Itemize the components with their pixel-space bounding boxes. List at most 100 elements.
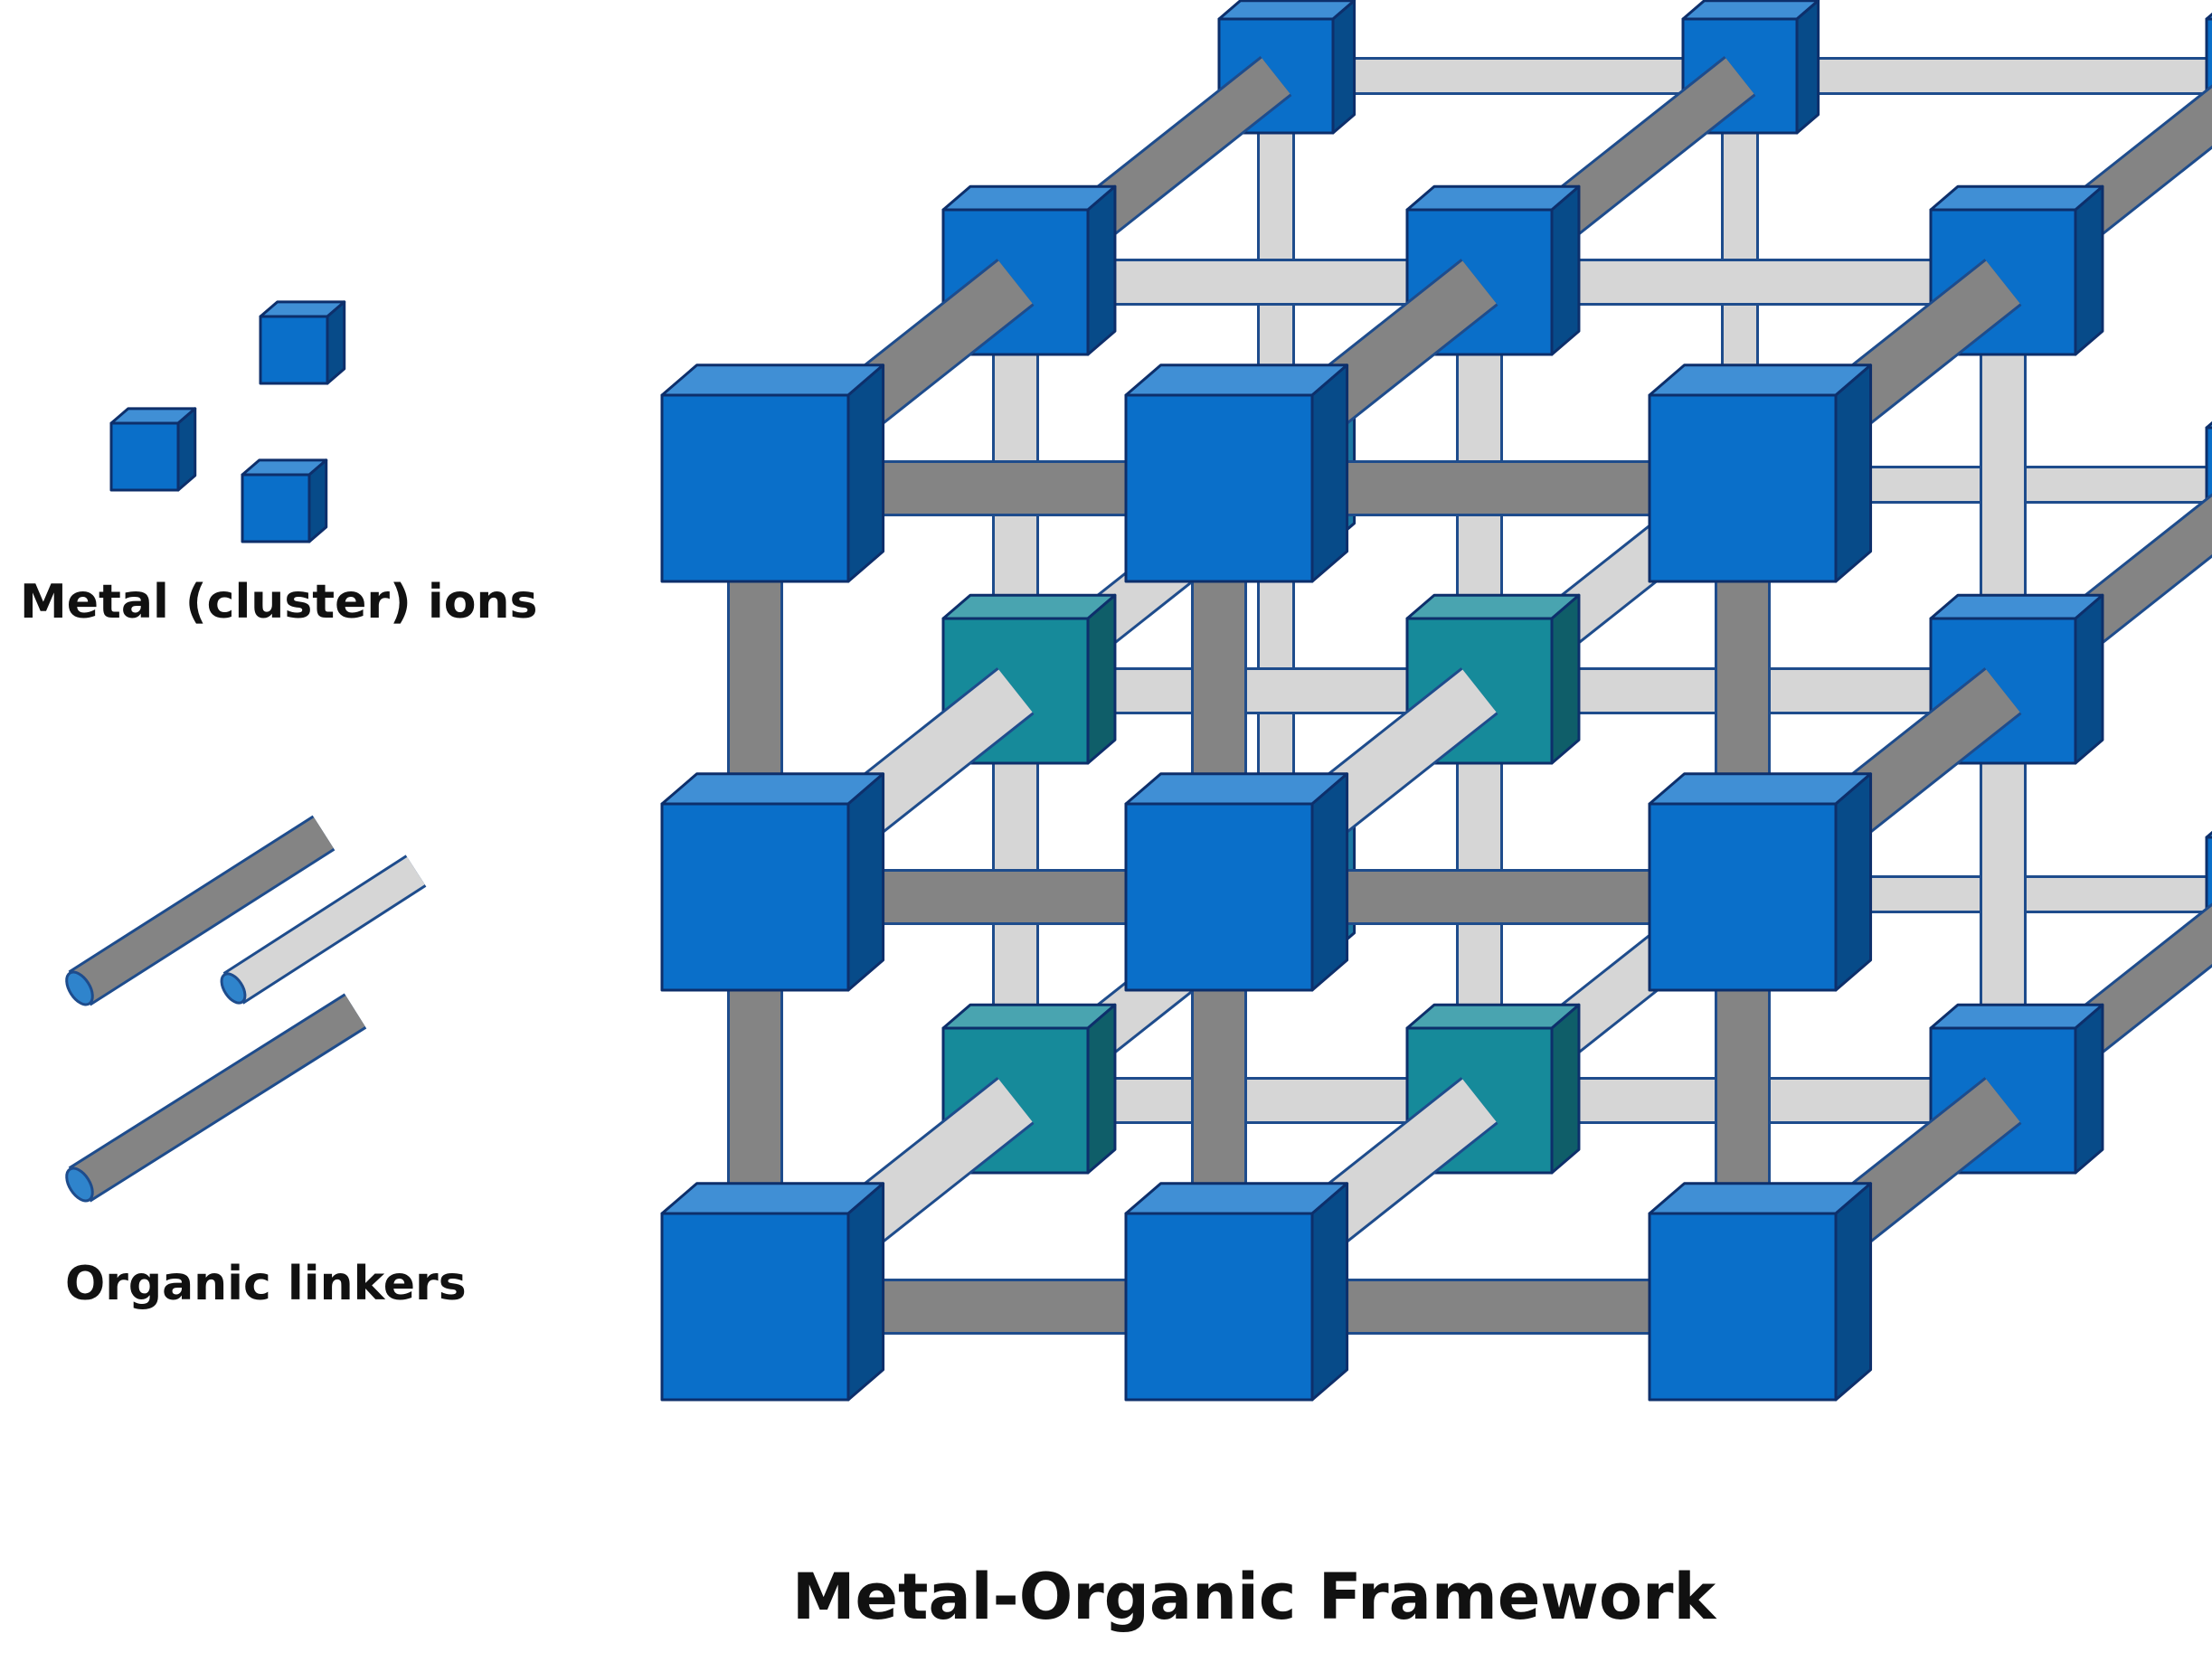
node-side-face (846, 1182, 885, 1402)
metal-ions-label: Metal (cluster) ions (20, 575, 538, 629)
node-side-face (176, 407, 197, 492)
legend-linker-rod (65, 993, 367, 1203)
node-front-face (2205, 426, 2212, 543)
node-side-face (1310, 364, 1349, 583)
node-side-face (1331, 0, 1357, 135)
metal-node-cube (660, 1182, 885, 1402)
node-side-face (846, 364, 885, 583)
metal-node-cube (1405, 1003, 1581, 1175)
node-front-face (109, 421, 180, 492)
node-top-face (1405, 184, 1581, 212)
node-front-face (660, 393, 850, 583)
node-top-face (660, 1182, 885, 1215)
metal-node-cube (941, 1003, 1117, 1175)
metal-node-cube-icon (109, 300, 346, 543)
legend-ion-cube (109, 407, 197, 492)
node-side-face (2074, 593, 2104, 765)
node-side-face (326, 300, 346, 385)
horizontal-linker-rod (1538, 259, 1931, 306)
node-top-face (941, 184, 1117, 212)
horizontal-linker-rod (1786, 57, 2207, 95)
node-top-face (1217, 0, 1357, 21)
horizontal-linker-rod (1296, 869, 1650, 925)
organic-linkers-label: Organic linkers (65, 1257, 467, 1311)
node-front-face (660, 1212, 850, 1402)
node-side-face (1086, 593, 1117, 765)
lattice-layer-0 (660, 259, 2022, 1402)
node-front-face (1648, 1212, 1838, 1402)
node-side-face (307, 458, 328, 543)
node-front-face (259, 315, 329, 385)
node-top-face (941, 1003, 1117, 1030)
node-front-face (2205, 836, 2212, 953)
metal-node-cube (2205, 420, 2212, 543)
node-top-face (1124, 1182, 1349, 1215)
node-side-face (1834, 772, 1873, 992)
metal-node-cube (2205, 12, 2212, 135)
node-top-face (1648, 364, 1873, 397)
node-top-face (2205, 420, 2212, 430)
node-side-face (1086, 1003, 1117, 1175)
metal-node-cube (1124, 1182, 1349, 1402)
node-front-face (660, 802, 850, 992)
organic-linker-rod-icon (65, 815, 427, 1203)
metal-node-cube (1648, 772, 1873, 992)
node-top-face (1929, 593, 2104, 620)
node-side-face (1550, 593, 1581, 765)
metal-node-cube (660, 772, 885, 992)
node-front-face (1124, 1212, 1314, 1402)
rod-end-cap (220, 972, 247, 1005)
metal-node-cube (1124, 364, 1349, 583)
node-front-face (1648, 393, 1838, 583)
node-top-face (660, 772, 885, 806)
node-top-face (1405, 1003, 1581, 1030)
legend-linker-rod (65, 815, 336, 1006)
node-front-face (2205, 17, 2212, 135)
node-front-face (1124, 393, 1314, 583)
node-top-face (941, 593, 1117, 620)
node-top-face (1124, 364, 1349, 397)
node-side-face (1834, 1182, 1873, 1402)
node-side-face (2074, 1003, 2104, 1175)
node-top-face (1405, 593, 1581, 620)
node-front-face (1124, 802, 1314, 992)
rod-body (224, 856, 425, 1003)
rod-end-cap (65, 1166, 94, 1203)
metal-node-cube (1648, 1182, 1873, 1402)
legend-linker-rod (220, 855, 427, 1005)
rod-body (70, 817, 334, 1004)
node-top-face (1124, 772, 1349, 806)
node-top-face (2205, 12, 2212, 21)
legend-ion-cube (259, 300, 346, 385)
node-side-face (846, 772, 885, 992)
horizontal-linker-rod (1074, 259, 1407, 306)
node-top-face (1648, 772, 1873, 806)
metal-node-cube (2205, 830, 2212, 953)
node-top-face (1648, 1182, 1873, 1215)
node-top-face (1929, 184, 2104, 212)
node-side-face (1834, 364, 1873, 583)
lattice-layer-1 (941, 56, 2212, 1175)
node-side-face (1795, 0, 1820, 135)
metal-node-cube (1124, 772, 1349, 992)
horizontal-linker-rod (1296, 460, 1650, 516)
node-side-face (1086, 184, 1117, 356)
node-top-face (1929, 1003, 2104, 1030)
node-top-face (660, 364, 885, 397)
node-side-face (2074, 184, 2104, 356)
node-top-face (1681, 0, 1820, 21)
metal-node-cube (1648, 364, 1873, 583)
rod-body (70, 996, 365, 1200)
node-front-face (1648, 802, 1838, 992)
node-side-face (1310, 772, 1349, 992)
rod-end-cap (65, 970, 94, 1006)
framework-lattice (660, 0, 2212, 1402)
framework-title: Metal-Organic Framework (791, 1560, 1716, 1634)
horizontal-linker-rod (1322, 57, 1683, 95)
horizontal-linker-rod (1296, 1279, 1650, 1335)
node-side-face (1550, 184, 1581, 356)
node-top-face (2205, 830, 2212, 839)
metal-node-cube (660, 364, 885, 583)
